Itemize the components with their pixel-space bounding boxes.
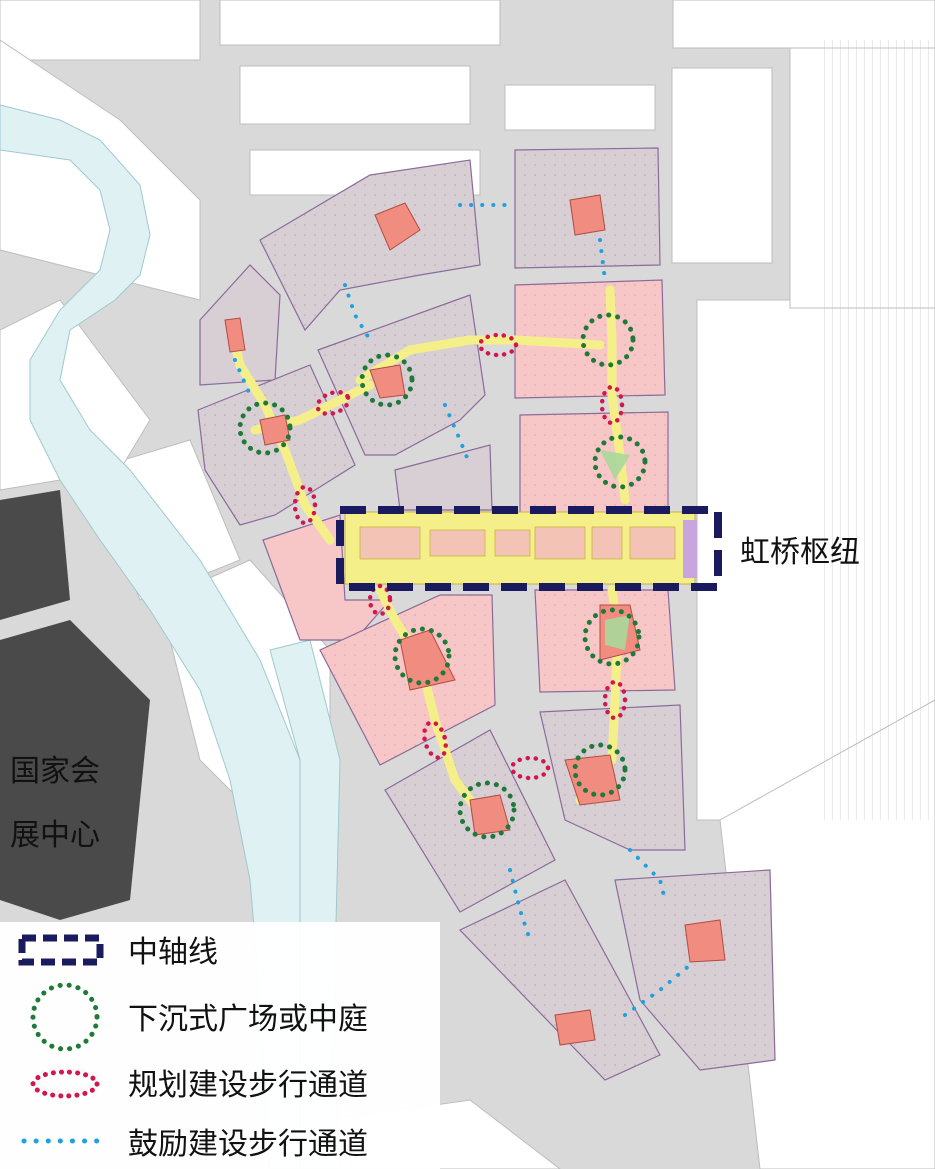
legend-label-encouraged-walkway: 鼓励建设步行通道 <box>128 1127 368 1162</box>
railway-tracks <box>820 40 935 820</box>
legend-label-axis: 中轴线 <box>128 935 218 970</box>
legend-label-planned-walkway: 规划建设步行通道 <box>128 1068 368 1103</box>
hub-label: 虹桥枢纽 <box>740 535 860 570</box>
legend-symbols <box>18 934 107 1144</box>
national-exhibition-center-buildings <box>0 490 150 920</box>
green-atrium <box>600 450 630 650</box>
central-axis-segments <box>359 526 676 560</box>
legend-sunken-plaza-icon <box>30 982 100 1052</box>
plazas <box>224 194 726 1046</box>
convention-center-label-line1: 国家会 <box>10 754 100 789</box>
block-grid-texture <box>198 148 775 1080</box>
convention-center-label-line2: 展中心 <box>10 818 100 853</box>
legend-label-sunken-plaza: 下沉式广场或中庭 <box>128 1002 368 1037</box>
hub-connector <box>683 520 697 578</box>
legend-planned-walkway-icon <box>30 1069 100 1099</box>
legend-axis-icon <box>18 934 104 966</box>
